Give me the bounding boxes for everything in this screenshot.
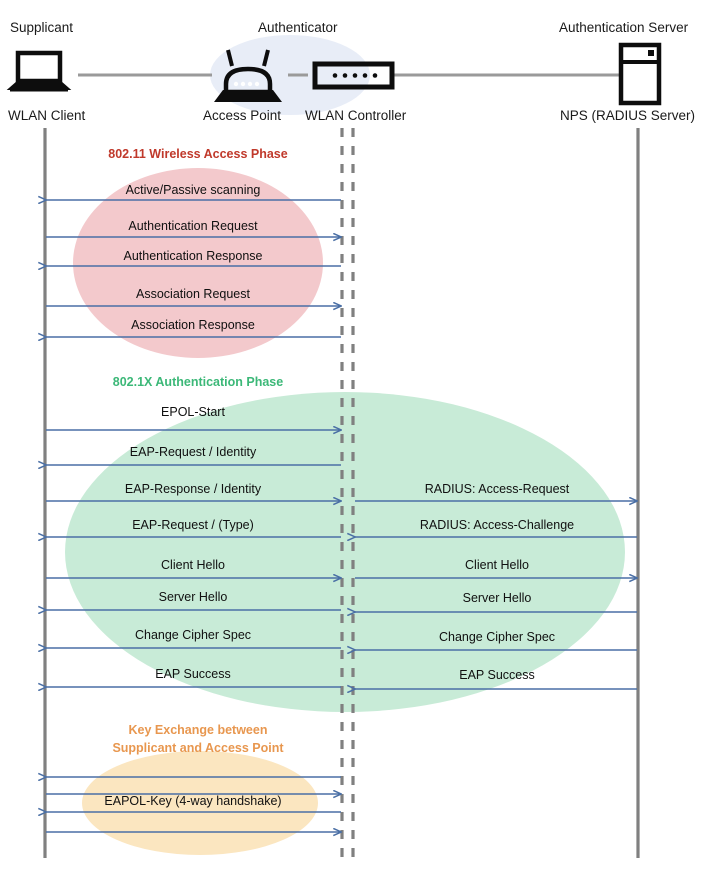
- msg-server-hello-left: Server Hello: [158, 590, 228, 604]
- msg-eap-request-type: EAP-Request / (Type): [132, 518, 254, 532]
- actor-role-authenticator: Authenticator: [258, 20, 338, 35]
- phase-label-key-exchange: Key Exchange between Supplicant and Acce…: [48, 721, 348, 757]
- msg-eap-request-identity: EAP-Request / Identity: [129, 445, 257, 459]
- msg-authentication-response: Authentication Response: [123, 249, 263, 263]
- msg-association-request: Association Request: [136, 287, 250, 301]
- msg-eap-success-left: EAP Success: [155, 667, 231, 681]
- server-icon: [618, 42, 662, 106]
- phase-80211-ellipse: [73, 168, 323, 358]
- msg-authentication-request: Authentication Request: [128, 219, 258, 233]
- msg-radius-access-request: RADIUS: Access-Request: [424, 482, 570, 496]
- phase-label-key-line2: Supplicant and Access Point: [112, 741, 284, 755]
- phase-8021x-ellipse: [65, 392, 625, 712]
- phase-label-key-line1: Key Exchange between: [128, 723, 268, 737]
- msg-association-response: Association Response: [131, 318, 255, 332]
- msg-client-hello-right: Client Hello: [465, 558, 529, 572]
- laptop-icon: [6, 50, 72, 92]
- wireless-router-icon: [214, 49, 282, 102]
- msg-server-hello-right: Server Hello: [462, 591, 532, 605]
- msg-change-cipher-spec-right: Change Cipher Spec: [438, 630, 556, 644]
- actor-device-wlan-controller: WLAN Controller: [305, 108, 407, 123]
- actor-device-nps-radius-server: NPS (RADIUS Server): [560, 108, 696, 123]
- msg-eap-success-right: EAP Success: [459, 668, 535, 682]
- msg-eapol-start: EPOL-Start: [161, 405, 225, 419]
- actor-role-supplicant: Supplicant: [10, 20, 74, 35]
- msg-eap-response-identity: EAP-Response / Identity: [124, 482, 262, 496]
- msg-eapol-key-4way-handshake: EAPOL-Key (4-way handshake): [104, 794, 282, 808]
- msg-active-passive-scanning: Active/Passive scanning: [125, 183, 261, 197]
- actor-role-authentication-server: Authentication Server: [559, 20, 689, 35]
- actor-device-access-point: Access Point: [203, 108, 282, 123]
- network-controller-icon: [312, 61, 395, 90]
- msg-client-hello-left: Client Hello: [161, 558, 225, 572]
- phase-label-8021x: 802.1X Authentication Phase: [112, 375, 284, 389]
- actor-device-wlan-client: WLAN Client: [8, 108, 86, 123]
- phase-label-80211: 802.11 Wireless Access Phase: [108, 147, 288, 161]
- msg-change-cipher-spec-left: Change Cipher Spec: [134, 628, 252, 642]
- msg-radius-access-challenge: RADIUS: Access-Challenge: [419, 518, 575, 532]
